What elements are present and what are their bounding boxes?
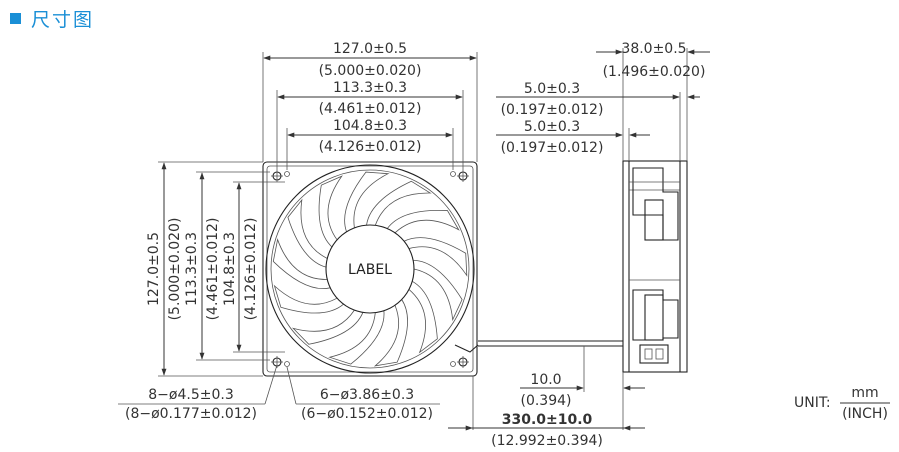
strip-label: 10.0 [530,372,561,388]
side-top-dims [496,48,710,161]
side-frame-outline [622,160,688,373]
hole-spec-1: 8−ø4.5±0.3 [148,387,233,403]
fan-blade [413,259,463,322]
lead-length-inch-label: (12.992±0.394) [491,433,603,449]
unit-inch: (INCH) [842,406,888,422]
lead-length-label: 330.0±10.0 [502,412,593,428]
fan-blade [344,171,390,232]
fan-blade [366,180,432,226]
front-height-dims [158,161,285,377]
hub-label: LABEL [348,262,392,278]
fan-blades [272,171,468,367]
lead-wire [448,340,645,431]
width-mid-inch-label: (4.461±0.012) [319,101,422,117]
front-width-dims [262,52,478,170]
unit-legend: UNIT: mm (INCH) [794,385,890,422]
strip-inch-label: (0.394) [520,393,571,409]
flange1-inch-label: (0.197±0.012) [501,102,604,118]
hole-leaders [118,364,440,405]
flange1-label: 5.0±0.3 [524,81,580,97]
fan-blade [328,310,385,365]
fan-blade [408,280,438,354]
height-outer-label: 127.0±0.5 [146,232,162,306]
flange2-label: 5.0±0.3 [524,119,580,135]
section-title: 尺寸图 [31,8,95,31]
hole-spec-1-inch: (8−ø0.177±0.012) [125,406,257,422]
depth-label: 38.0±0.5 [621,41,686,57]
depth-inch-label: (1.496±0.020) [603,64,706,80]
fan-blade [291,309,364,345]
unit-mm: mm [851,385,878,401]
unit-label: UNIT: [794,395,831,411]
width-outer-label: 127.0±0.5 [333,41,407,57]
width-inner-label: 104.8±0.3 [333,118,407,134]
mounting-holes [271,170,469,368]
hole-spec-2-inch: (6−ø0.152±0.012) [301,406,433,422]
fan-blade [373,299,408,367]
fan-frame-outline [262,161,478,377]
flange2-inch-label: (0.197±0.012) [501,140,604,156]
height-inner-inch-label: (4.126±0.012) [243,218,259,321]
height-mid-label: 113.3±0.3 [184,232,200,306]
fan-blade [287,198,328,268]
hole-spec-2: 6−ø3.86±0.3 [320,387,414,403]
height-mid-inch-label: (4.461±0.012) [205,218,221,321]
fan-blade [272,238,331,289]
section-header: 尺寸图 [10,6,95,31]
fan-blade [386,209,460,234]
square-bullet-icon [10,12,21,24]
fan-blade [318,175,343,248]
width-mid-label: 113.3±0.3 [333,80,407,96]
height-outer-inch-label: (5.000±0.020) [167,218,183,321]
width-inner-inch-label: (4.126±0.012) [319,139,422,155]
width-outer-inch-label: (5.000±0.020) [319,63,422,79]
fan-blade [403,237,468,277]
height-inner-label: 104.8±0.3 [222,232,238,306]
fan-housing-circle [265,164,475,374]
fan-hub [325,224,415,314]
fan-front-view: LABEL [262,161,479,377]
wire-exit [454,344,479,353]
fan-side-view [622,160,688,373]
fan-blade [273,284,344,314]
